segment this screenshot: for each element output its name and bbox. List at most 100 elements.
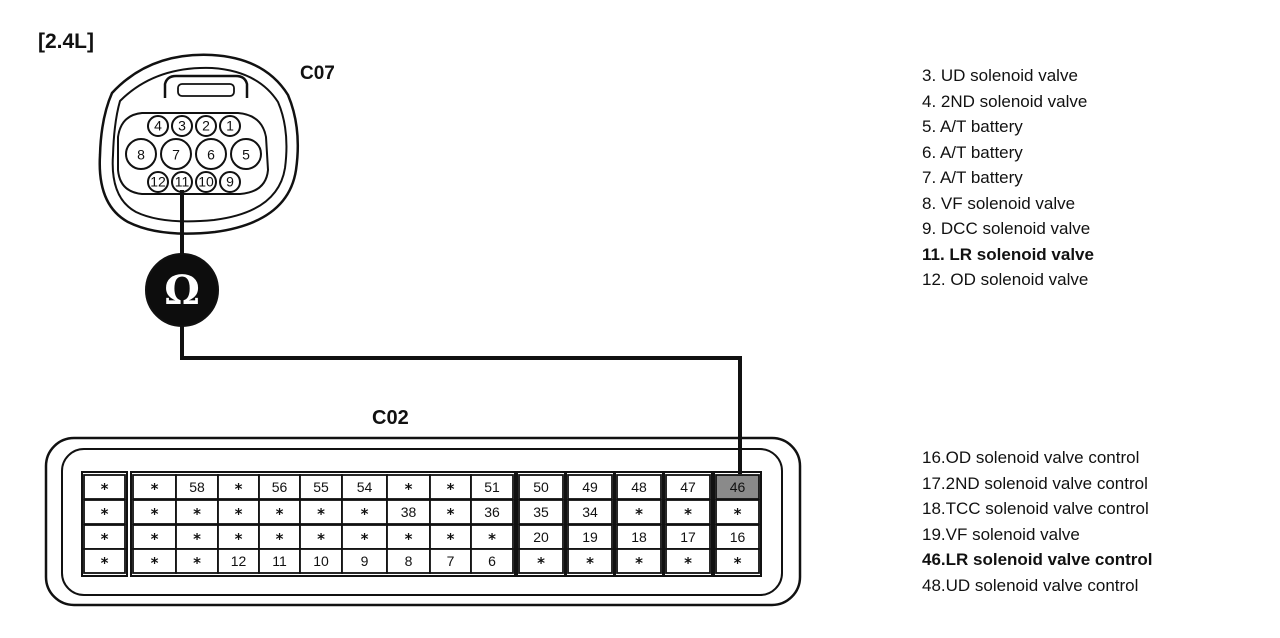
c02-terminal: 56 [258, 474, 301, 500]
c02-terminal-block [81, 471, 128, 577]
c07-pin-4: 4 [147, 115, 169, 137]
c02-terminal: * [470, 524, 514, 550]
c02-terminal-box [341, 548, 388, 574]
c07-locking-tab [163, 74, 249, 98]
c02-terminal-number: 46 [730, 479, 746, 495]
c02-terminal-box [616, 548, 662, 574]
c02-terminal: * [386, 524, 431, 550]
c02-terminal-number: 47 [680, 479, 696, 495]
c02-inner-housing [61, 448, 783, 596]
c02-terminal: * [341, 524, 388, 550]
c02-unused-marker: * [635, 554, 643, 572]
c02-terminal-box [175, 474, 219, 500]
ohm-icon: Ω [164, 267, 200, 314]
c02-terminal-number: 12 [231, 553, 247, 569]
c02-terminal-box [470, 499, 514, 525]
c02-terminal-box [175, 499, 219, 525]
legend-item: 19.VF solenoid valve [922, 524, 1080, 544]
c02-unused-marker: * [101, 554, 109, 572]
c07-pin-circle [195, 115, 217, 137]
c02-terminal-number: 58 [189, 479, 205, 495]
c02-terminal-box [715, 548, 760, 574]
c02-terminal: * [429, 524, 472, 550]
c02-terminal-number: 36 [484, 504, 500, 520]
c02-terminal: * [132, 548, 177, 574]
c02-terminal-box [83, 524, 126, 550]
c02-unused-marker: * [151, 480, 159, 498]
c02-terminal-box [429, 548, 472, 574]
c02-unused-marker: * [235, 505, 243, 523]
c02-terminal: * [341, 499, 388, 525]
c02-terminal-box [470, 524, 514, 550]
c02-terminal: 47 [665, 474, 711, 500]
c02-terminal-box [83, 474, 126, 500]
c02-terminal-box [665, 474, 711, 500]
c07-pin-label: 2 [202, 118, 210, 134]
c07-pin-circle [230, 138, 262, 170]
c02-terminal-box [83, 548, 126, 574]
legend-item: 5. A/T battery [922, 117, 1023, 136]
c02-terminal: 38 [386, 499, 431, 525]
c02-terminal: * [132, 499, 177, 525]
c02-terminal: * [518, 548, 564, 574]
c02-terminal-box [567, 499, 613, 525]
c02-terminal-number: 55 [313, 479, 329, 495]
c07-pin-circle [195, 171, 217, 193]
legend-item: 4. 2ND solenoid valve [922, 91, 1088, 111]
c02-unused-marker: * [405, 530, 413, 548]
c02-unused-marker: * [317, 505, 325, 523]
c02-terminal-box [341, 474, 388, 500]
c02-terminal-number: 38 [401, 504, 417, 520]
c02-terminal-box [518, 524, 564, 550]
c02-terminal-box [665, 548, 711, 574]
c02-unused-marker: * [734, 554, 742, 572]
c02-terminal-number: 9 [361, 553, 369, 569]
c02-unused-marker: * [101, 480, 109, 498]
c02-terminal: 54 [341, 474, 388, 500]
c02-terminal-box [429, 524, 472, 550]
connector-c02-label: C02 [372, 407, 409, 429]
c07-pin-label: 7 [172, 146, 180, 162]
c07-pin-label: 12 [150, 174, 166, 190]
c02-terminal: * [217, 524, 260, 550]
c02-terminal-box [429, 474, 472, 500]
c02-terminal-box [616, 499, 662, 525]
c02-unused-marker: * [361, 530, 369, 548]
c02-terminal: 50 [518, 474, 564, 500]
c02-unused-marker: * [276, 505, 284, 523]
c07-pin-8: 8 [125, 138, 157, 170]
c02-terminal-number: 10 [313, 553, 329, 569]
c02-terminal: 8 [386, 548, 431, 574]
c02-unused-marker: * [537, 554, 545, 572]
c02-unused-marker: * [317, 530, 325, 548]
ohmmeter: Ω [145, 253, 219, 327]
c02-terminal: 9 [341, 548, 388, 574]
c07-pin-circle [125, 138, 157, 170]
c02-terminal: * [299, 524, 343, 550]
c07-pin-label: 4 [154, 118, 162, 134]
c07-pin-12: 12 [147, 171, 169, 193]
c02-terminal: 17 [665, 524, 711, 550]
c02-terminal-box [386, 499, 431, 525]
ohmmeter-body [145, 253, 219, 327]
c02-unused-marker: * [586, 554, 594, 572]
c02-terminal-number: 56 [272, 479, 288, 495]
c02-terminal-block [663, 471, 713, 577]
c02-terminal-box [616, 524, 662, 550]
c02-unused-marker: * [193, 554, 201, 572]
c02-terminal: * [217, 499, 260, 525]
c02-terminal: 58 [175, 474, 219, 500]
c02-terminal-number: 7 [447, 553, 455, 569]
c02-terminal: * [616, 499, 662, 525]
c07-pin-10: 10 [195, 171, 217, 193]
connector-c07-label: C07 [300, 63, 335, 84]
c07-outer-housing [98, 53, 300, 235]
c02-unused-marker: * [151, 530, 159, 548]
c07-pin-label: 5 [242, 146, 250, 162]
c02-terminal: * [132, 474, 177, 500]
c02-unused-marker: * [684, 505, 692, 523]
c07-pin-circle [219, 115, 241, 137]
